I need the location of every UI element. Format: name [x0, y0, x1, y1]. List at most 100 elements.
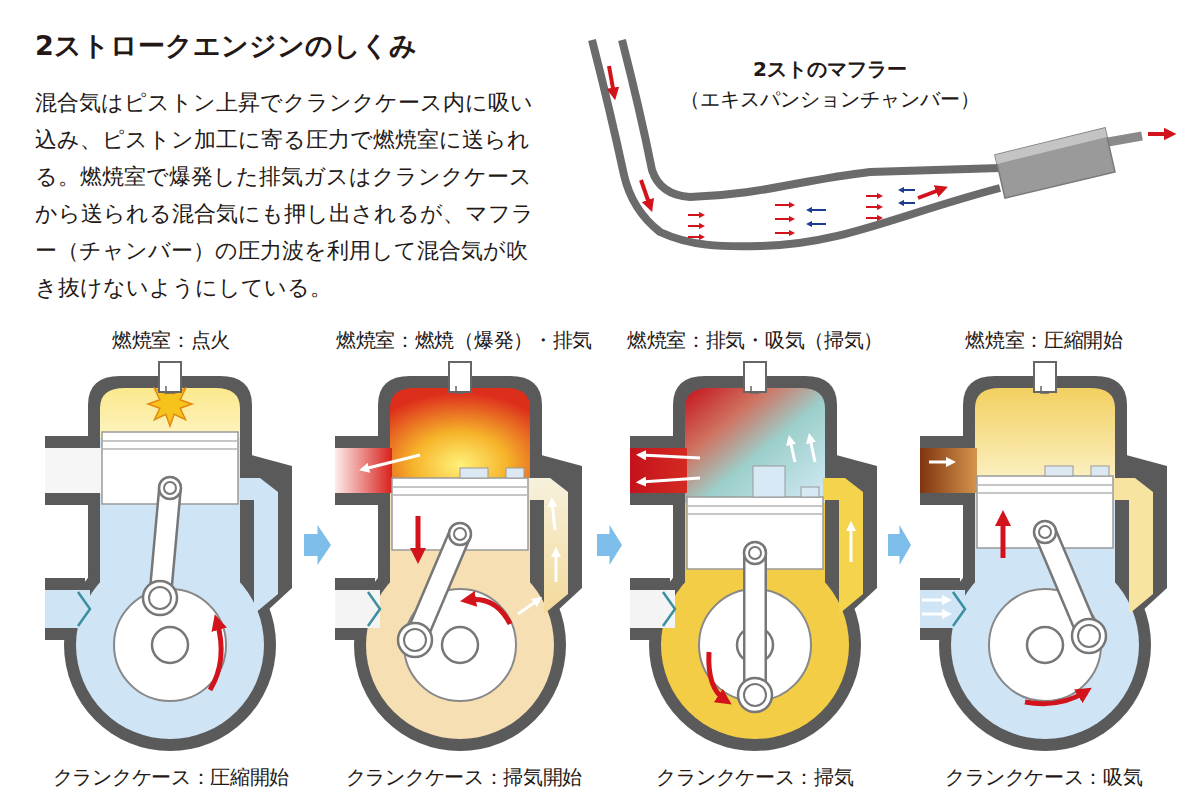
expansion-chamber-part — [901, 189, 915, 191]
engine-compression-part — [929, 461, 951, 464]
engine-scavenging-part — [738, 678, 772, 712]
caption-text: 混合気はピストン上昇でクランクケース内に吸い込み、ピストン加工に寄る圧力で燃焼室… — [35, 84, 550, 306]
engine-scavenging-part — [663, 592, 675, 626]
engine-ignition — [45, 362, 292, 751]
engine-compression-part — [1039, 526, 1051, 538]
engine-compression-part — [1045, 466, 1073, 476]
engine-scavenging-part — [661, 551, 849, 739]
title-box: 2ストロークエンジンのしくみ — [35, 28, 417, 63]
expansion-chamber-part — [1108, 136, 1142, 142]
stage-panel: 燃焼室：点火クランクケース：圧縮開始 — [40, 325, 302, 792]
label-box: （エキスパンションチャンバー） — [680, 86, 980, 112]
engine-combustion — [335, 362, 582, 751]
engine-combustion-part — [335, 590, 380, 628]
engine-scavenging-part — [685, 388, 825, 503]
engine-compression-part — [975, 388, 1115, 482]
engine-scavenging-part — [630, 590, 675, 628]
expansion-chamber-part — [809, 209, 826, 211]
engine-ignition-part — [78, 592, 90, 626]
crankcase-stage-label: クランクケース：圧縮開始 — [53, 764, 289, 790]
engine-scavenging-part — [744, 362, 766, 393]
engine-scavenging-part — [823, 478, 863, 614]
expansion-chamber-part — [901, 202, 915, 204]
engine-combustion-part — [335, 376, 582, 751]
engine-compression-part — [977, 476, 1113, 548]
engine-ignition-part — [45, 376, 292, 751]
stage-panel: 燃焼室：圧縮開始クランクケース：吸気 — [913, 325, 1175, 792]
expansion-chamber-part — [866, 195, 880, 197]
crankcase-stage-label: クランクケース：掃気 — [656, 764, 853, 790]
chamber-stage-label: 燃焼室：点火 — [112, 327, 230, 353]
engine-scavenging-part — [746, 553, 765, 695]
engine-combustion-part — [468, 600, 510, 625]
engine-combustion-part — [390, 388, 530, 484]
engine-ignition-part — [143, 581, 177, 615]
engine-compression-part — [920, 448, 977, 493]
engine-scavenging-part — [687, 497, 823, 569]
engine-scavenging-part — [810, 438, 815, 462]
expansion-chamber-part — [995, 128, 1115, 198]
engine-ignition-part — [210, 622, 221, 690]
engine-scavenging-part — [790, 440, 795, 462]
expansion-chamber-part — [775, 232, 792, 234]
expansion-chamber-part — [995, 128, 1107, 164]
engine-compression-part — [1001, 518, 1006, 558]
expansion-chamber-part — [622, 40, 1000, 197]
expansion-chamber-part — [641, 180, 650, 206]
engine-combustion-part — [404, 629, 426, 651]
engine-combustion-part — [506, 468, 524, 478]
crankcase-stage-label: クランクケース：吸気 — [945, 764, 1142, 790]
expansion-chamber-part — [609, 66, 614, 94]
muffler-label: 2ストのマフラー — [753, 56, 907, 82]
engine-ignition-part — [159, 477, 181, 499]
expansion-chamber-part — [688, 225, 702, 227]
engine-scavenging-part — [630, 376, 877, 751]
engine-ignition-part — [164, 482, 176, 494]
chamber-stage-label: 燃焼室：燃焼（爆発）・排気 — [336, 327, 592, 353]
chamber-stage-label: 燃焼室：排気・吸気（掃気） — [627, 327, 883, 353]
engine-scavenging-part — [641, 455, 700, 458]
engine-compression — [920, 362, 1167, 751]
engine-ignition-part — [45, 448, 102, 493]
engine-scavenging — [630, 362, 877, 751]
caption-box: 混合気はピストン上昇でクランクケース内に吸い込み、ピストン加工に寄る圧力で燃焼室… — [35, 84, 550, 306]
engine-ignition-part — [238, 478, 278, 614]
engine-compression-part — [922, 613, 947, 616]
engine-combustion-part — [398, 623, 432, 657]
engine-combustion-part — [449, 362, 471, 393]
expansion-chamber-part — [592, 40, 1000, 246]
expansion-chamber-part — [1148, 132, 1170, 136]
engine-ignition-part — [149, 587, 171, 609]
expansion-chamber-part — [918, 189, 942, 198]
engine-combustion-part — [392, 478, 528, 550]
engine-combustion-part — [449, 523, 471, 545]
engine-combustion-part — [460, 468, 488, 478]
engine-ignition-part — [45, 590, 90, 628]
crankcase-stage-label: クランクケース：掃気開始 — [346, 764, 582, 790]
engine-compression-part — [1078, 625, 1100, 647]
stage-panel: 燃焼室：燃焼（爆発）・排気クランクケース：掃気開始 — [333, 325, 595, 792]
step-arrow — [304, 525, 331, 565]
engine-compression-part — [1034, 362, 1056, 393]
engine-combustion-part — [518, 600, 538, 614]
expansion-chamber — [592, 40, 1170, 246]
expansion-chamber-part — [688, 214, 702, 216]
engine-compression-part — [1072, 619, 1106, 653]
muffler-label: （エキスパンションチャンバー） — [680, 86, 980, 112]
engine-scavenging-part — [709, 652, 725, 700]
engine-scavenging-part — [743, 553, 767, 695]
label-box: 2ストのマフラー — [753, 56, 907, 82]
engine-scavenging-part — [744, 542, 766, 564]
expansion-chamber-part — [775, 218, 792, 220]
engine-scavenging-part — [749, 547, 761, 559]
engine-combustion-part — [555, 552, 558, 582]
expansion-chamber-part — [866, 206, 880, 208]
chamber-stage-label: 燃焼室：圧縮開始 — [965, 327, 1123, 353]
engine-compression-part — [922, 599, 947, 602]
engine-compression-part — [953, 592, 965, 626]
engine-combustion-part — [454, 528, 466, 540]
expansion-chamber-part — [592, 40, 1000, 246]
